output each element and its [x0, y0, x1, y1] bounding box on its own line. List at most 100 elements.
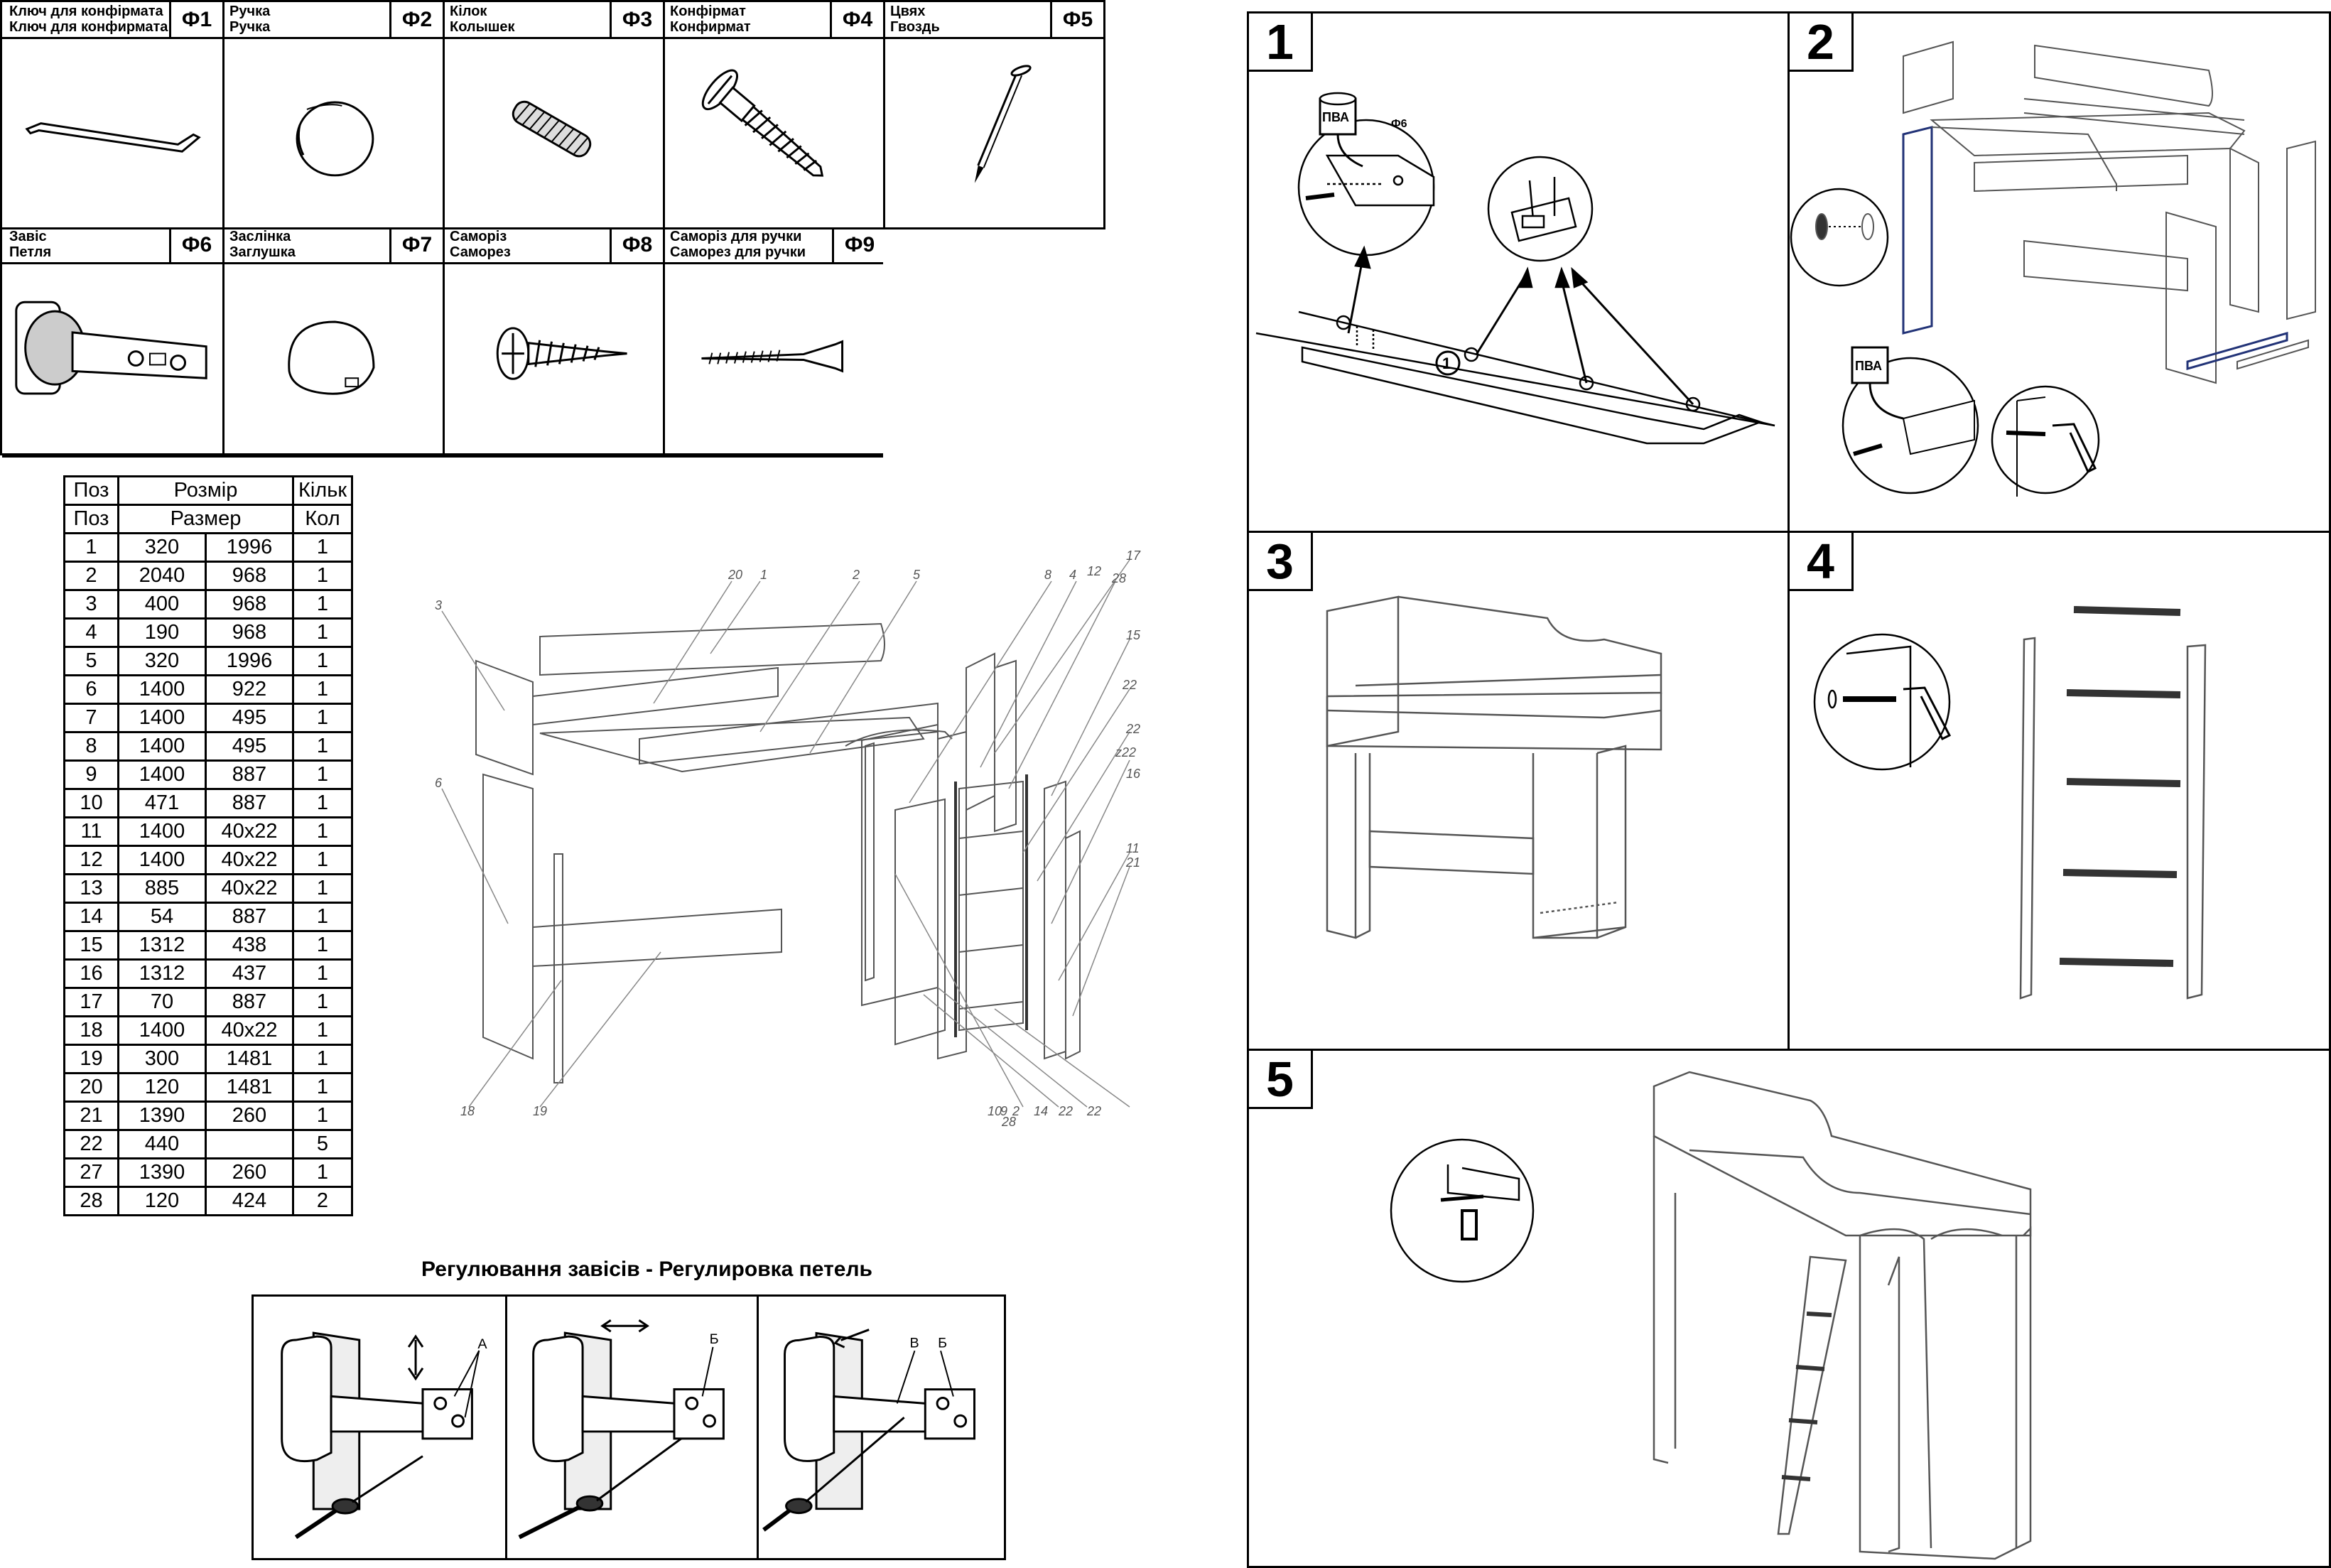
cell-qty: 1	[292, 930, 353, 961]
fitting-code: Ф8	[610, 227, 663, 262]
part-callout: 22	[1122, 678, 1137, 692]
cell-width: 1996	[205, 532, 294, 563]
cell-qty: 1	[292, 1157, 353, 1188]
cell-qty: 1	[292, 987, 353, 1017]
fitting-name: Заслінка Заглушка	[229, 229, 296, 260]
handle-screw-icon	[663, 264, 883, 455]
hinge-adjust-panel: A Б В	[252, 1294, 1006, 1560]
step-5-panel: 5	[1247, 1049, 2331, 1568]
cell-length: 1400	[117, 703, 207, 733]
cell-qty: 1	[292, 845, 353, 875]
cell-length: 1400	[117, 1015, 207, 1046]
cell-pos: 4	[63, 617, 119, 648]
cell-qty: 1	[292, 703, 353, 733]
header-pos: Поз	[63, 504, 119, 534]
part-callout: 22	[1058, 1104, 1073, 1118]
cell-pos: 1	[63, 532, 119, 563]
part-callout: 20	[728, 568, 742, 582]
cell-length: 1400	[117, 845, 207, 875]
part-callout: 18	[460, 1104, 475, 1118]
fitting-code: Ф6	[169, 227, 222, 262]
cell-qty: 5	[292, 1129, 353, 1159]
part-callout: 17	[1126, 548, 1141, 563]
cell-pos: 17	[63, 987, 119, 1017]
fitting-cell: Цвях Гвоздь Ф5	[883, 0, 1105, 229]
cell-pos: 27	[63, 1157, 119, 1188]
step-number: 4	[1790, 533, 1854, 591]
nail-icon	[883, 39, 1103, 227]
cell-qty: 1	[292, 958, 353, 989]
part-callout: 22	[1125, 722, 1140, 736]
cell-qty: 1	[292, 816, 353, 847]
cell-width: 887	[205, 987, 294, 1017]
cell-length: 471	[117, 788, 207, 818]
cell-pos: 8	[63, 731, 119, 762]
cell-width: 1481	[205, 1072, 294, 1103]
cell-pos: 7	[63, 703, 119, 733]
part-callout: 21	[1125, 855, 1140, 870]
cell-pos: 22	[63, 1129, 119, 1159]
fitting-code: Ф5	[1050, 2, 1103, 37]
cell-pos: 13	[63, 873, 119, 904]
cell-length: 54	[117, 902, 207, 932]
fitting-code: Ф3	[610, 2, 663, 37]
part-callout: 19	[533, 1104, 547, 1118]
cell-pos: 12	[63, 845, 119, 875]
cell-qty: 1	[292, 1015, 353, 1046]
fitting-code: Ф2	[389, 2, 443, 37]
cell-qty: 1	[292, 674, 353, 705]
part-callout: 22	[1086, 1104, 1101, 1118]
cell-pos: 11	[63, 816, 119, 847]
cell-width: 968	[205, 589, 294, 620]
cell-qty: 1	[292, 1072, 353, 1103]
fitting-name: Саморіз Саморез	[450, 229, 511, 260]
part-callout: 4	[1069, 568, 1076, 582]
table-header-row: Поз Розмір Кільк	[63, 475, 353, 506]
cell-pos: 14	[63, 902, 119, 932]
cell-length: 190	[117, 617, 207, 648]
cell-width: 260	[205, 1101, 294, 1131]
part-callout: 2	[852, 568, 860, 582]
cell-length: 440	[117, 1129, 207, 1159]
knob-handle-icon	[222, 39, 443, 227]
allen-key-icon	[2, 39, 222, 227]
cell-width: 922	[205, 674, 294, 705]
fitting-name: Цвях Гвоздь	[890, 4, 940, 35]
cell-length: 1312	[117, 930, 207, 961]
cell-pos: 21	[63, 1101, 119, 1131]
fitting-code: Ф9	[832, 227, 885, 262]
cell-qty: 1	[292, 617, 353, 648]
cell-qty: 1	[292, 759, 353, 790]
part-marker: 1	[1442, 355, 1451, 372]
cell-width: 40x22	[205, 816, 294, 847]
hinge-label-b2: Б	[938, 1335, 947, 1351]
step-number: 3	[1249, 533, 1313, 591]
fitting-code: Ф1	[169, 2, 222, 37]
part-callout: 12	[1087, 564, 1101, 578]
cell-qty: 1	[292, 589, 353, 620]
cell-width: 40x22	[205, 873, 294, 904]
cell-width: 495	[205, 703, 294, 733]
cell-pos: 2	[63, 561, 119, 591]
cell-width: 424	[205, 1186, 294, 1216]
cell-qty: 2	[292, 1186, 353, 1216]
hinge-adjust-step: Б	[505, 1297, 759, 1558]
cell-pos: 15	[63, 930, 119, 961]
cell-qty: 1	[292, 731, 353, 762]
fitting-name: Конфірмат Конфирмат	[670, 4, 751, 35]
